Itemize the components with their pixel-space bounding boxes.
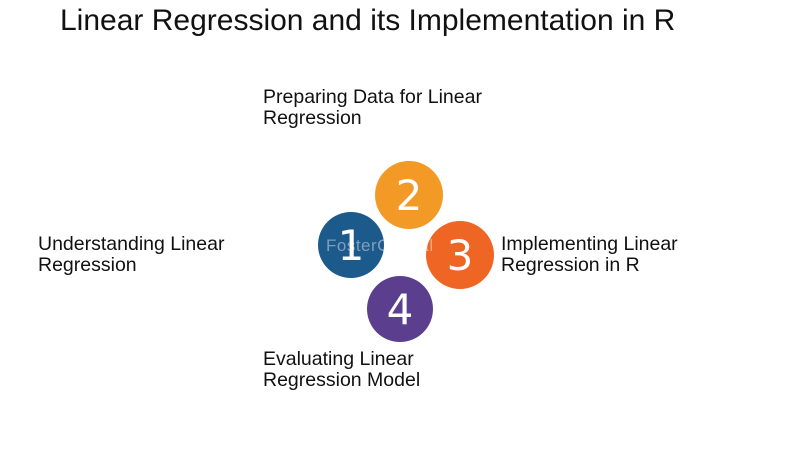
step-2-label-line1: Preparing Data for Linear bbox=[263, 86, 482, 108]
step-3-label-line2: Regression in R bbox=[501, 254, 640, 276]
step-4-circle: 4 bbox=[367, 276, 433, 342]
step-1-circle: 1 bbox=[318, 212, 384, 278]
step-2-label-line2: Regression bbox=[263, 107, 362, 129]
step-1-label-line1: Understanding Linear bbox=[38, 233, 225, 255]
step-3-label: Implementing Linear Regression in R bbox=[501, 234, 678, 276]
step-1-label-line2: Regression bbox=[38, 254, 137, 276]
step-3-label-line1: Implementing Linear bbox=[501, 233, 678, 255]
step-4-label-line2: Regression Model bbox=[263, 369, 421, 391]
step-4-label: Evaluating Linear Regression Model bbox=[263, 349, 420, 391]
step-4-label-line1: Evaluating Linear bbox=[263, 348, 414, 370]
step-1-label: Understanding Linear Regression bbox=[38, 234, 224, 276]
page-title: Linear Regression and its Implementation… bbox=[60, 4, 676, 37]
step-2-circle: 2 bbox=[375, 161, 443, 229]
step-2-label: Preparing Data for Linear Regression bbox=[263, 87, 482, 129]
step-3-circle: 3 bbox=[426, 221, 494, 289]
